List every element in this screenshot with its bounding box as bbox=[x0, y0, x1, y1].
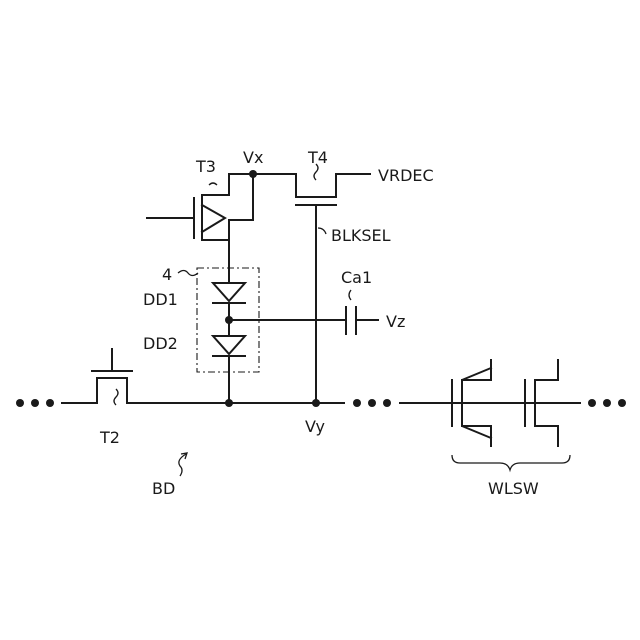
transistor-t4 bbox=[253, 164, 370, 205]
label-ca1: Ca1 bbox=[341, 268, 372, 287]
transistor-t2 bbox=[92, 349, 132, 405]
label-t4: T4 bbox=[307, 148, 328, 167]
capacitor-ca1 bbox=[346, 290, 378, 334]
ellipsis-left bbox=[16, 399, 54, 407]
label-t3: T3 bbox=[195, 157, 216, 176]
label-block-4: 4 bbox=[162, 265, 172, 284]
ellipsis-right bbox=[588, 399, 626, 407]
blksel-leader bbox=[318, 228, 326, 234]
junction-vx bbox=[249, 170, 257, 178]
wlsw-brace bbox=[452, 455, 570, 470]
junction-vy bbox=[312, 399, 320, 407]
label-vrdec: VRDEC bbox=[378, 166, 434, 185]
diode-dd2 bbox=[213, 336, 245, 356]
label-blksel: BLKSEL bbox=[331, 226, 391, 245]
label-bd: BD bbox=[152, 479, 175, 498]
diode-dd1 bbox=[213, 283, 245, 303]
transistor-t3 bbox=[147, 174, 253, 240]
label-dd2: DD2 bbox=[143, 334, 178, 353]
label-vz: Vz bbox=[386, 312, 405, 331]
label-wlsw: WLSW bbox=[488, 479, 539, 498]
label-vy: Vy bbox=[305, 417, 325, 436]
junction-diode-midpoint bbox=[225, 316, 233, 324]
ellipsis-middle bbox=[353, 399, 391, 407]
label-t2: T2 bbox=[99, 428, 120, 447]
bd-arrow bbox=[179, 453, 187, 476]
label-vx: Vx bbox=[243, 148, 263, 167]
junction-dd2-bus bbox=[225, 399, 233, 407]
block-4-leader bbox=[178, 271, 198, 276]
label-dd1: DD1 bbox=[143, 290, 178, 309]
